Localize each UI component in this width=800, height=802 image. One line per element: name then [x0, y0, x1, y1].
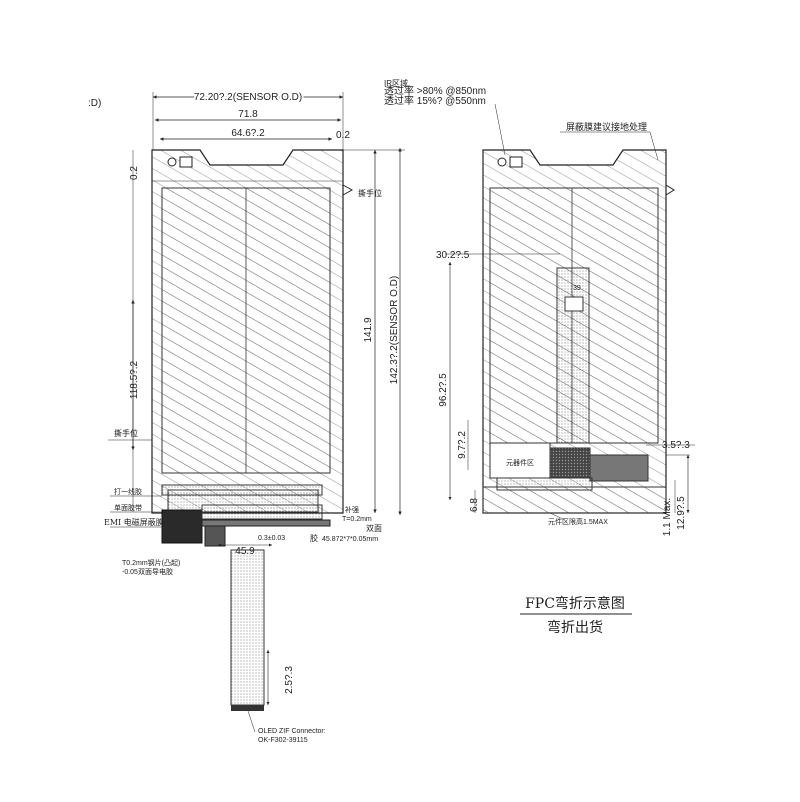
dim-aa-width: 64.6?.2 — [231, 128, 265, 139]
shield-note: 屏蔽膜建议接地处理 — [566, 121, 647, 133]
dim-d4: 6.8 — [469, 498, 480, 512]
dim-aa-height: 118.5?.2 — [129, 360, 140, 399]
ir-line-2: 透过率 15%? @550nm — [384, 94, 486, 107]
label-tape: 单面胶带 — [114, 503, 142, 512]
dim-bottom-width: 45.872*7*0.05mm — [322, 536, 378, 543]
dim-sub-a: 0.3±0.03 — [258, 535, 285, 542]
fpc-folded — [556, 267, 590, 444]
label-component-area: 元器件区 — [506, 458, 534, 467]
dim-d2: 96.2?.5 — [438, 373, 449, 407]
camera-hole — [167, 157, 177, 167]
ir-line-1: 透过率 >80% @850nm — [384, 84, 486, 97]
corner-text: :D) — [88, 98, 101, 109]
dim-outer-width: 71.8 — [238, 109, 258, 120]
caption-title: FPC弯折示意图 — [525, 595, 625, 612]
fpc-tail — [230, 549, 265, 706]
label-adhesive: 胶 — [310, 533, 318, 543]
dim-top-gap: 0.2 — [129, 166, 140, 180]
caption-subtitle: 弯折出货 — [547, 619, 603, 636]
dim-d1: 30.2?.5 — [436, 250, 470, 261]
tear-handle-bottom: 撕手位 — [114, 428, 138, 438]
connector-line-1: OLED ZIF Connector: — [258, 728, 326, 735]
dim-sensor-width: 72.20?.2(SENSOR O.D) — [194, 92, 302, 103]
label-double-side: 双面 — [366, 524, 382, 533]
zif-contacts — [231, 705, 264, 711]
ir-header: IR区域 — [384, 78, 408, 88]
label-height-limit: 元件区限高1.5MAX — [548, 517, 608, 526]
left-view: :D) 72.20?.2(SENSOR O.D) 71.8 64.6?.2 0.… — [88, 90, 405, 744]
right-view: IR区域 透过率 >80% @850nm 透过率 15%? @550nm 屏蔽膜… — [384, 78, 695, 536]
dim-d5: 3.5?.3 — [662, 440, 690, 451]
dim-tail-width: 2.5?.3 — [284, 666, 295, 694]
label-emi: EMI 电磁屏蔽膜 — [104, 517, 164, 527]
tear-handle-top: 撕手位 — [358, 188, 382, 198]
dim-d3: 9.7?.2 — [457, 431, 468, 459]
dim-t-note: T=0.2mm — [342, 516, 372, 523]
emi-shield-block — [161, 509, 203, 544]
label-first-layer: 打一线胶 — [114, 487, 142, 496]
label-steel-1: T0.2mm钢片(凸起) — [122, 558, 180, 567]
dim-d8: 39 — [573, 285, 581, 292]
label-stiffener: 补强 — [345, 505, 359, 514]
dim-outer-height: 141.9 — [363, 317, 374, 342]
dim-d7: 12.9?.5 — [676, 496, 687, 530]
dim-sensor-height: 142.3?.2(SENSOR O.D) — [389, 276, 400, 384]
dim-d6: 1.1 Max. — [662, 498, 673, 536]
steel-stiffener — [201, 519, 331, 527]
label-steel-2: -0.05双面导电胶 — [122, 567, 173, 576]
connector-line-2: OK-F302-39115 — [258, 737, 308, 744]
